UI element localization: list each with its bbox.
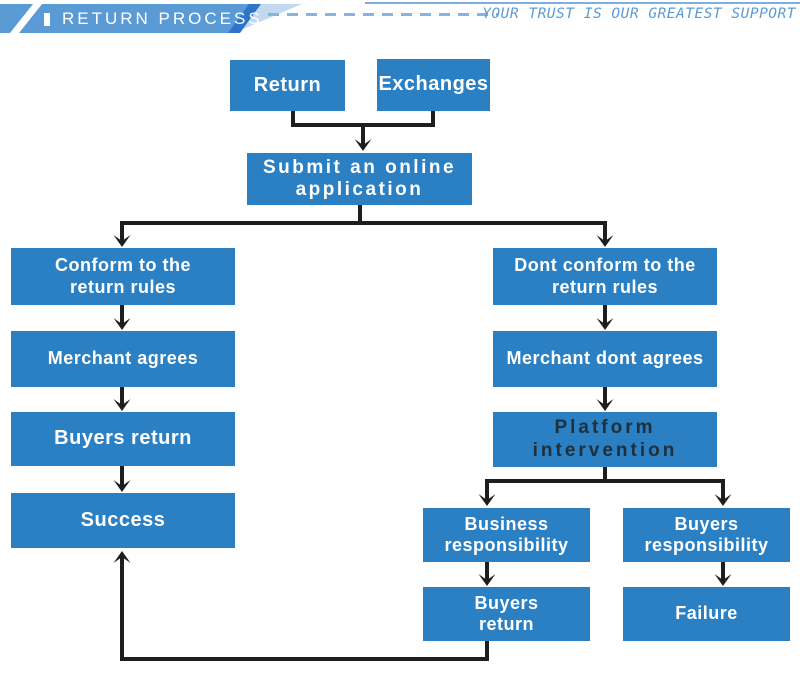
node-exchanges: Exchanges: [377, 59, 490, 111]
connector-main-split: [120, 205, 607, 242]
connector-loop-back: [120, 556, 489, 661]
node-conform-rules: Conform to the return rules: [11, 248, 235, 305]
node-submit-application: Submit an online application: [247, 153, 472, 205]
node-merchant-agrees: Merchant agrees: [11, 331, 235, 387]
header-banner: RETURN PROCESS: [0, 0, 320, 36]
connector-platform-split: [485, 466, 725, 501]
node-platform-intervention: Platform intervention: [493, 412, 717, 467]
header-dashed-line: [268, 13, 498, 16]
node-return: Return: [230, 60, 345, 111]
node-buyers-responsibility: Buyers responsibility: [623, 508, 790, 562]
title-tick-icon: [44, 13, 50, 26]
header-rule-line: [365, 2, 800, 4]
node-merchant-dont-agrees: Merchant dont agrees: [493, 331, 717, 387]
connector-sub-arrows: [485, 562, 725, 580]
arrowheads: [113, 139, 732, 586]
node-dont-conform-rules: Dont conform to the return rules: [493, 248, 717, 305]
node-buyers-return-left: Buyers return: [11, 412, 235, 466]
page-title: RETURN PROCESS: [62, 9, 263, 28]
header-slogan: YOUR TRUST IS OUR GREATEST SUPPORT: [482, 6, 796, 22]
node-buyers-return-bottom: Buyers return: [423, 587, 590, 641]
banner-ribbon-shape: [0, 4, 252, 33]
node-business-responsibility: Business responsibility: [423, 508, 590, 562]
node-failure: Failure: [623, 587, 790, 641]
node-success: Success: [11, 493, 235, 548]
connector-merge-top: [291, 110, 435, 127]
